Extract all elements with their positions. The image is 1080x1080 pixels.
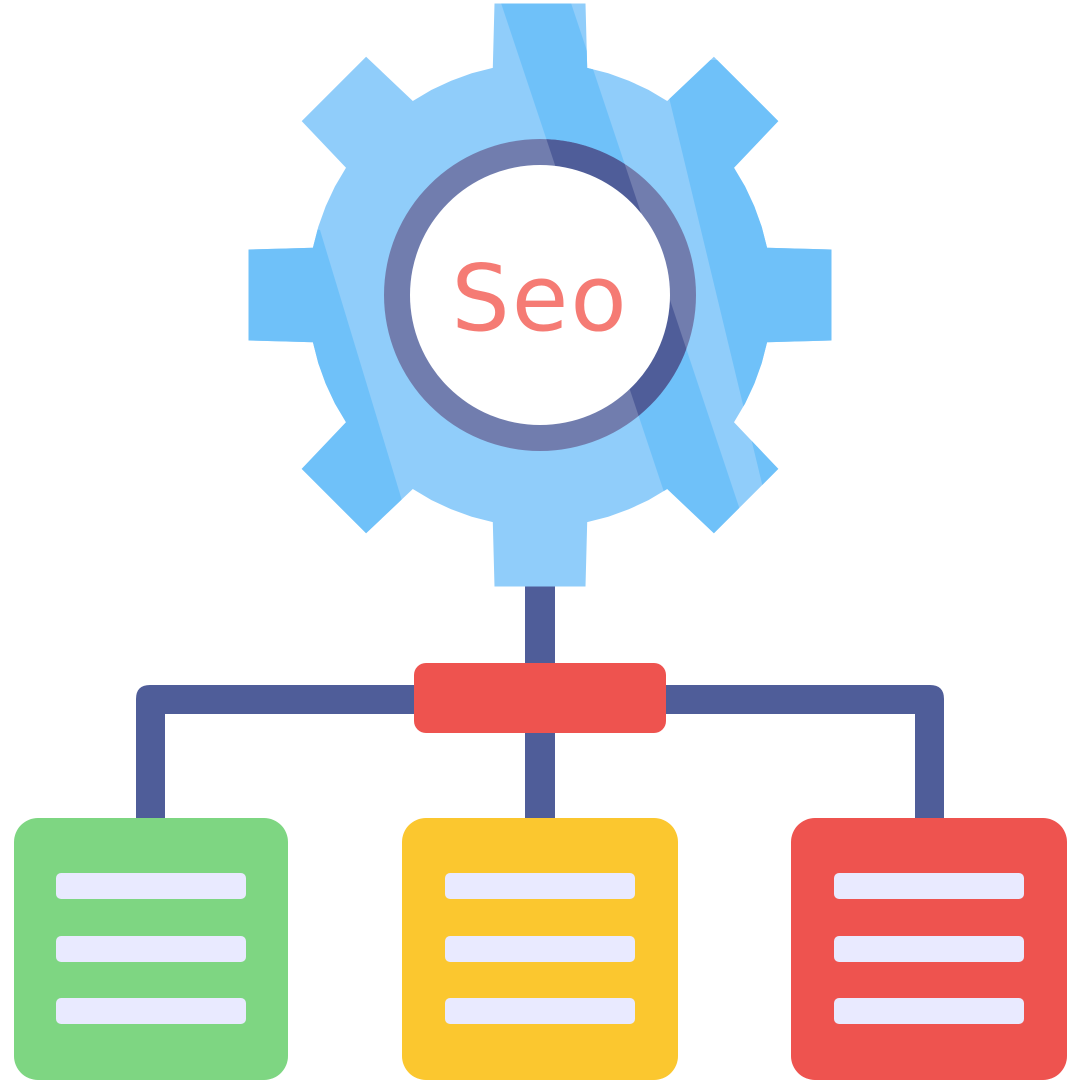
card-left-line-1 bbox=[56, 873, 246, 899]
card-right-line-1 bbox=[834, 873, 1024, 899]
connector-left-branch bbox=[136, 685, 420, 825]
connector-gear-to-hub bbox=[525, 580, 555, 670]
hub-block bbox=[414, 663, 666, 733]
card-center-line-3 bbox=[445, 998, 635, 1024]
card-left bbox=[14, 818, 288, 1080]
connector-lines bbox=[136, 580, 944, 825]
card-left-line-3 bbox=[56, 998, 246, 1024]
connector-right-branch bbox=[660, 685, 944, 825]
gear-inner-disc bbox=[410, 165, 670, 425]
seo-label: Seo bbox=[451, 245, 628, 352]
card-left-line-2 bbox=[56, 936, 246, 962]
connector-hub-to-center bbox=[525, 720, 555, 825]
card-center-line-1 bbox=[445, 873, 635, 899]
card-center bbox=[402, 818, 678, 1080]
card-right-line-3 bbox=[834, 998, 1024, 1024]
card-center-line-2 bbox=[445, 936, 635, 962]
card-right-line-2 bbox=[834, 936, 1024, 962]
card-right bbox=[791, 818, 1067, 1080]
